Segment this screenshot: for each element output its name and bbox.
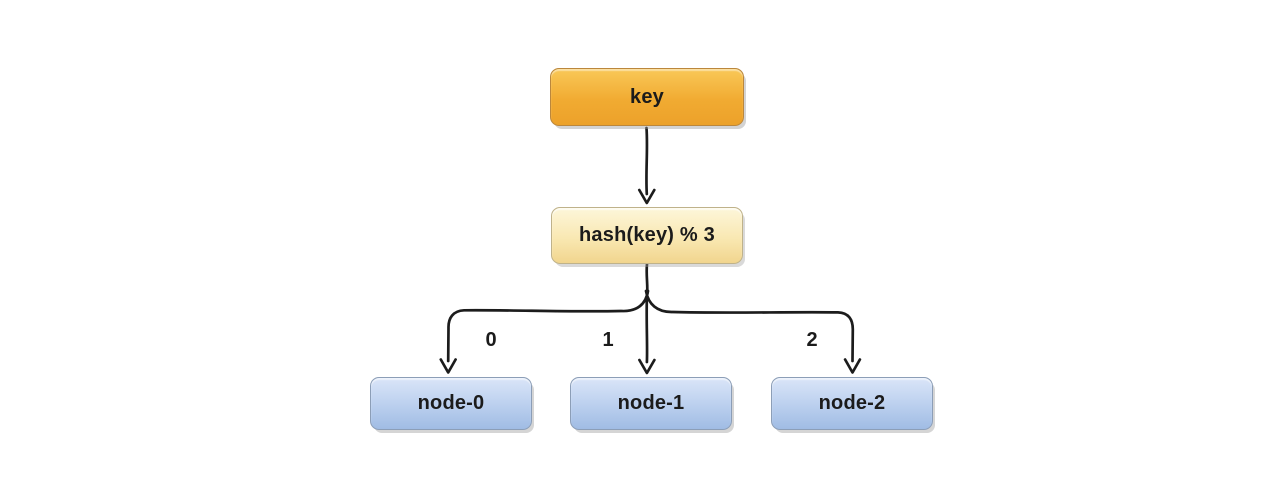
key-box-label: key — [630, 85, 664, 108]
key-box: key — [550, 68, 744, 126]
edge-key-to-hash — [645, 126, 649, 196]
edge-hash-stem — [645, 262, 649, 298]
node-0-box: node-0 — [370, 377, 532, 430]
arrowhead-node-0 — [439, 358, 457, 374]
node-0-label: node-0 — [417, 392, 485, 414]
hash-box-label: hash(key) % 3 — [579, 224, 715, 246]
node-1-box: node-1 — [570, 377, 732, 430]
hash-box: hash(key) % 3 — [551, 207, 743, 264]
node-2-box: node-2 — [771, 377, 933, 430]
edge-label-0: 0 — [485, 329, 497, 351]
edge-label-1: 1 — [602, 329, 614, 351]
arrowhead-node-1 — [638, 358, 656, 375]
node-2-label: node-2 — [818, 392, 886, 414]
arrowhead-node-2 — [843, 358, 862, 374]
node-1-label: node-1 — [617, 392, 685, 414]
edge-label-2: 2 — [806, 329, 818, 351]
arrowhead-hash — [637, 188, 656, 205]
